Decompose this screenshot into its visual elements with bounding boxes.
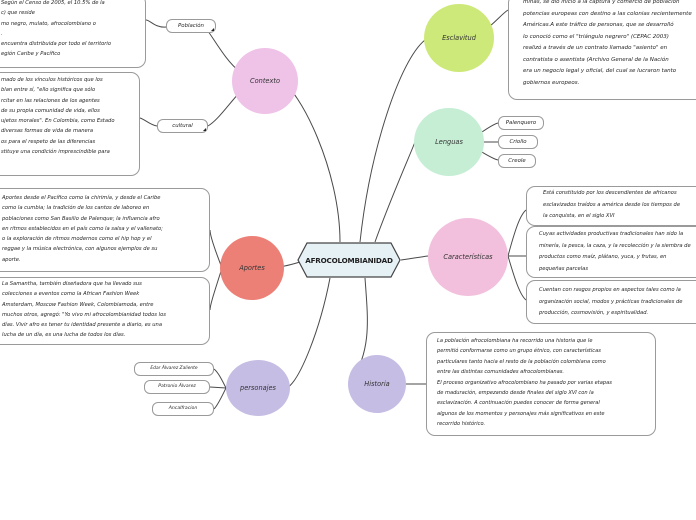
bubble-aportes-label: Aportes [239, 264, 265, 272]
bubble-lenguas[interactable]: Lenguas [414, 108, 484, 176]
link-esclavitud [359, 39, 426, 243]
central-topic-shape [297, 242, 401, 278]
bubble-esclavitud[interactable]: Esclavitud [424, 4, 494, 72]
tag-poblacion-label: Población [178, 23, 204, 29]
note-caracteristicas-rasgos: Cuentan con rasgos propios en aspectos t… [526, 280, 696, 324]
expand-arrow-icon [211, 28, 214, 31]
link-caracteristicas [400, 255, 429, 261]
tag-cultural-label: cultural [172, 123, 193, 129]
bubble-aportes[interactable]: Aportes [220, 236, 284, 300]
link-lenguas [374, 141, 416, 243]
note-cultural: mado de los vínculos históricos que los … [0, 72, 140, 176]
personaje-3-label: Ancalfracion [168, 406, 198, 411]
tag-cultural[interactable]: cultural [157, 119, 208, 133]
expand-arrow-icon [203, 128, 206, 131]
bubble-lenguas-label: Lenguas [435, 138, 463, 146]
link-contexto [279, 79, 341, 243]
personaje-1-label: Edar Álvarez Zaliente [150, 366, 198, 371]
note-historia: La población afrocolombiana ha recorrido… [426, 332, 656, 436]
bubble-personajes[interactable]: personajes [226, 360, 290, 416]
bubble-contexto-label: Contexto [250, 77, 280, 85]
lengua-creole[interactable]: Creole [498, 154, 536, 168]
note-aportes-moda: La Samantha, también diseñadora que ha l… [0, 277, 210, 345]
personaje-2-label: Patronio Álvarez [158, 384, 196, 389]
link-personajes [286, 277, 331, 389]
bubble-esclavitud-label: Esclavitud [442, 34, 476, 42]
link-contexto-cultural [207, 91, 241, 127]
bubble-historia-label: Historia [364, 380, 390, 388]
lengua-criollo[interactable]: Criollo [498, 135, 538, 149]
lengua-criollo-label: Criollo [509, 139, 527, 145]
lengua-palenquero-label: Palenquero [505, 120, 537, 126]
personaje-3[interactable]: Ancalfracion [152, 402, 214, 416]
central-topic[interactable]: AFROCOLOMBIANIDAD [297, 242, 401, 278]
personaje-1[interactable]: Edar Álvarez Zaliente [134, 362, 214, 376]
note-poblacion: Según el Censo de 2005, el 10.5% de la c… [0, 0, 146, 68]
note-caracteristicas-origen: Está constituido por los descendientes d… [526, 186, 696, 226]
bubble-caracteristicas-label: Características [443, 253, 493, 261]
lengua-palenquero[interactable]: Palenquero [498, 116, 544, 130]
personaje-2[interactable]: Patronio Álvarez [144, 380, 210, 394]
lengua-creole-label: Creole [508, 158, 526, 164]
bubble-personajes-label: personajes [240, 384, 276, 392]
bubble-caracteristicas[interactable]: Características [428, 218, 508, 296]
tag-poblacion[interactable]: Población [166, 19, 216, 33]
bubble-contexto[interactable]: Contexto [232, 48, 298, 114]
note-esclavitud: minas, se dio inicio a la captura y come… [508, 0, 696, 100]
note-aportes-musica: Aportes desde el Pacífico como la chirim… [0, 188, 210, 272]
bubble-historia[interactable]: Historia [348, 355, 406, 413]
central-topic-label: AFROCOLOMBIANIDAD [305, 255, 393, 265]
note-caracteristicas-actividades: Cuyas actividades productivas tradiciona… [526, 226, 696, 278]
